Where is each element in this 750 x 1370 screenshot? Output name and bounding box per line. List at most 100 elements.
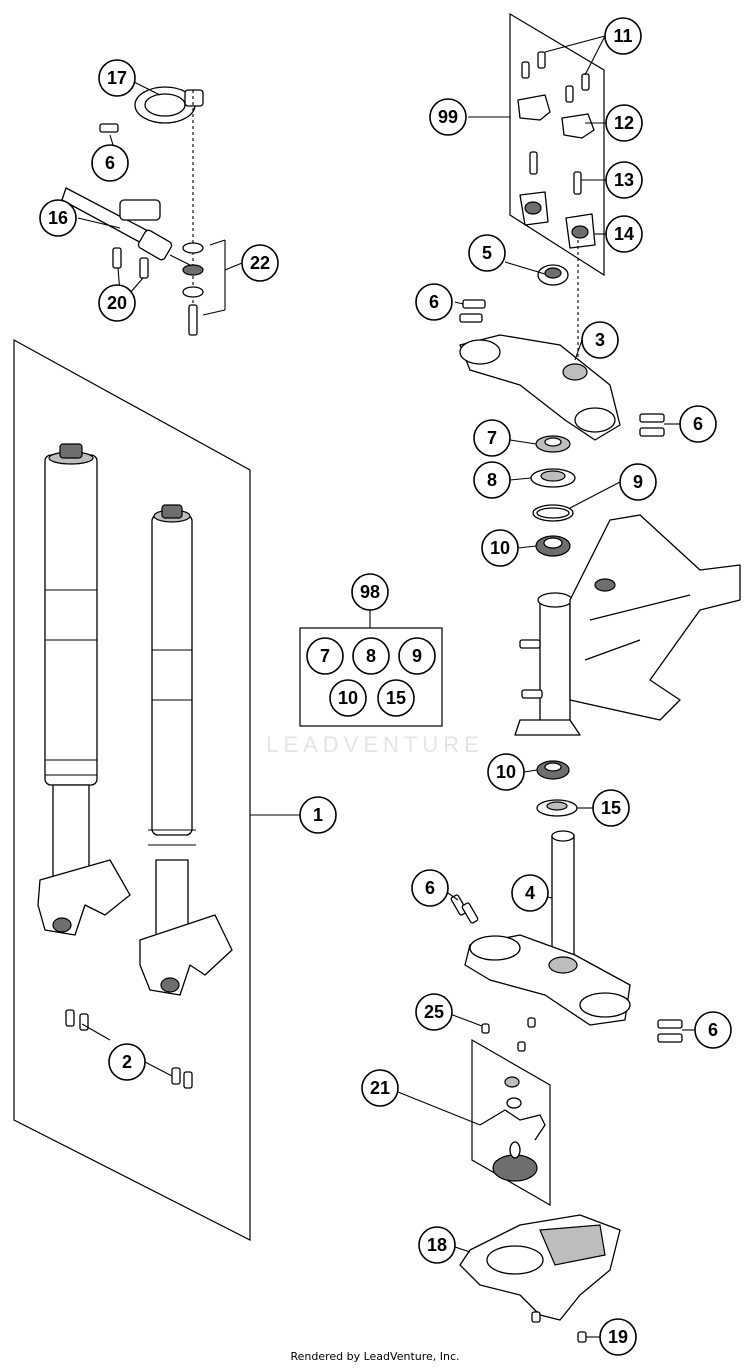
right-fork-leg[interactable] xyxy=(139,504,233,996)
svg-text:6: 6 xyxy=(693,414,703,434)
clamp-bolt-part-13[interactable] xyxy=(529,151,582,195)
svg-text:21: 21 xyxy=(370,1078,390,1098)
lower-bearing-part-10[interactable] xyxy=(536,760,570,780)
frame-headstock xyxy=(514,514,741,736)
steering-nut-part-5[interactable] xyxy=(537,264,569,286)
callout-10[interactable]: 10 xyxy=(487,753,525,791)
clamp-bolts-part-11[interactable] xyxy=(521,51,590,103)
callout-15[interactable]: 15 xyxy=(592,789,630,827)
kit-98-item-7[interactable]: 7 xyxy=(306,637,344,675)
callout-6[interactable]: 6 xyxy=(411,869,449,907)
svg-text:15: 15 xyxy=(601,798,621,818)
svg-text:11: 11 xyxy=(613,26,632,46)
kit-98-item-10[interactable]: 10 xyxy=(329,679,367,717)
svg-text:6: 6 xyxy=(429,292,439,312)
svg-text:2: 2 xyxy=(122,1052,132,1072)
svg-text:17: 17 xyxy=(107,68,127,88)
screws-part-2[interactable] xyxy=(65,1009,193,1089)
o-ring-part-9[interactable] xyxy=(532,504,574,522)
upper-clamp-part-12[interactable] xyxy=(517,94,595,139)
kit-98-item-15[interactable]: 15 xyxy=(377,679,415,717)
svg-text:10: 10 xyxy=(490,538,510,558)
upper-bearing-part-10[interactable] xyxy=(535,535,571,557)
kit-98-item-8[interactable]: 8 xyxy=(352,637,390,675)
callout-18[interactable]: 18 xyxy=(418,1226,456,1264)
callout-6[interactable]: 6 xyxy=(694,1011,732,1049)
svg-text:4: 4 xyxy=(525,883,535,903)
callout-99[interactable]: 99 xyxy=(429,98,467,136)
seal-part-15[interactable] xyxy=(536,799,578,817)
svg-text:7: 7 xyxy=(320,646,330,666)
lower-clamp-bolts-6b[interactable] xyxy=(657,1019,683,1043)
svg-text:6: 6 xyxy=(708,1020,718,1040)
svg-text:18: 18 xyxy=(427,1235,447,1255)
seal-ring-part-8[interactable] xyxy=(530,468,576,488)
callout-14[interactable]: 14 xyxy=(605,215,643,253)
leader-lines xyxy=(77,35,695,1338)
callout-98[interactable]: 98 xyxy=(351,573,389,611)
damper-bolts-part-20[interactable] xyxy=(112,247,149,279)
svg-text:1: 1 xyxy=(313,805,323,825)
callout-20[interactable]: 20 xyxy=(98,284,136,322)
steering-damper-clamp[interactable] xyxy=(134,86,204,124)
callout-22[interactable]: 22 xyxy=(241,244,279,282)
callout-19[interactable]: 19 xyxy=(599,1318,637,1356)
svg-text:19: 19 xyxy=(608,1327,628,1347)
svg-text:6: 6 xyxy=(425,878,435,898)
lower-clamp-part-14[interactable] xyxy=(519,191,596,249)
dust-seal-part-7[interactable] xyxy=(535,435,571,453)
lower-triple-clamp-part-4[interactable] xyxy=(464,830,631,1026)
top-clamp-bolts-6[interactable] xyxy=(459,299,486,323)
svg-text:15: 15 xyxy=(386,688,406,708)
callout-6[interactable]: 6 xyxy=(415,283,453,321)
steering-guard-part-18[interactable] xyxy=(459,1214,621,1321)
callout-10[interactable]: 10 xyxy=(481,529,519,567)
callout-13[interactable]: 13 xyxy=(605,161,643,199)
svg-text:12: 12 xyxy=(614,113,634,133)
svg-text:20: 20 xyxy=(107,293,127,313)
callout-9[interactable]: 9 xyxy=(619,463,657,501)
svg-text:7: 7 xyxy=(487,428,497,448)
callout-4[interactable]: 4 xyxy=(511,874,549,912)
svg-text:8: 8 xyxy=(487,470,497,490)
watermark-text: LEADVENTURE xyxy=(266,732,484,757)
callout-5[interactable]: 5 xyxy=(468,234,506,272)
svg-text:14: 14 xyxy=(614,224,634,244)
svg-text:16: 16 xyxy=(48,208,68,228)
callout-25[interactable]: 25 xyxy=(415,993,453,1031)
damper-screw[interactable] xyxy=(99,123,119,133)
washers-part-22[interactable] xyxy=(182,90,226,336)
svg-text:10: 10 xyxy=(338,688,358,708)
callout-16[interactable]: 16 xyxy=(39,199,77,237)
upper-clamp-bolts-6[interactable] xyxy=(639,413,665,437)
steering-damper[interactable] xyxy=(61,187,201,271)
upper-triple-clamp-part-3[interactable] xyxy=(459,240,621,441)
screws-part-25[interactable] xyxy=(481,1017,536,1052)
left-fork-leg[interactable] xyxy=(37,443,131,936)
lower-clamp-bolts-6a[interactable] xyxy=(450,894,479,924)
callout-21[interactable]: 21 xyxy=(361,1069,399,1107)
callout-2[interactable]: 2 xyxy=(108,1043,146,1081)
callout-3[interactable]: 3 xyxy=(581,321,619,359)
callout-11[interactable]: 11 xyxy=(604,17,642,55)
svg-text:99: 99 xyxy=(438,107,458,127)
callout-6[interactable]: 6 xyxy=(679,405,717,443)
svg-text:25: 25 xyxy=(424,1002,444,1022)
callout-6[interactable]: 6 xyxy=(91,144,129,182)
callout-1[interactable]: 1 xyxy=(299,796,337,834)
callout-8[interactable]: 8 xyxy=(473,461,511,499)
svg-text:8: 8 xyxy=(366,646,376,666)
callout-17[interactable]: 17 xyxy=(98,59,136,97)
callout-12[interactable]: 12 xyxy=(605,104,643,142)
svg-text:9: 9 xyxy=(633,472,643,492)
svg-text:13: 13 xyxy=(614,170,634,190)
svg-text:10: 10 xyxy=(496,762,516,782)
kit-98-item-9[interactable]: 9 xyxy=(398,637,436,675)
svg-text:98: 98 xyxy=(360,582,380,602)
steering-lock-part-21[interactable] xyxy=(479,1076,546,1182)
svg-text:6: 6 xyxy=(105,153,115,173)
callout-7[interactable]: 7 xyxy=(473,419,511,457)
footer-credit: Rendered by LeadVenture, Inc. xyxy=(290,1350,459,1363)
svg-text:22: 22 xyxy=(250,253,270,273)
svg-text:3: 3 xyxy=(595,330,605,350)
